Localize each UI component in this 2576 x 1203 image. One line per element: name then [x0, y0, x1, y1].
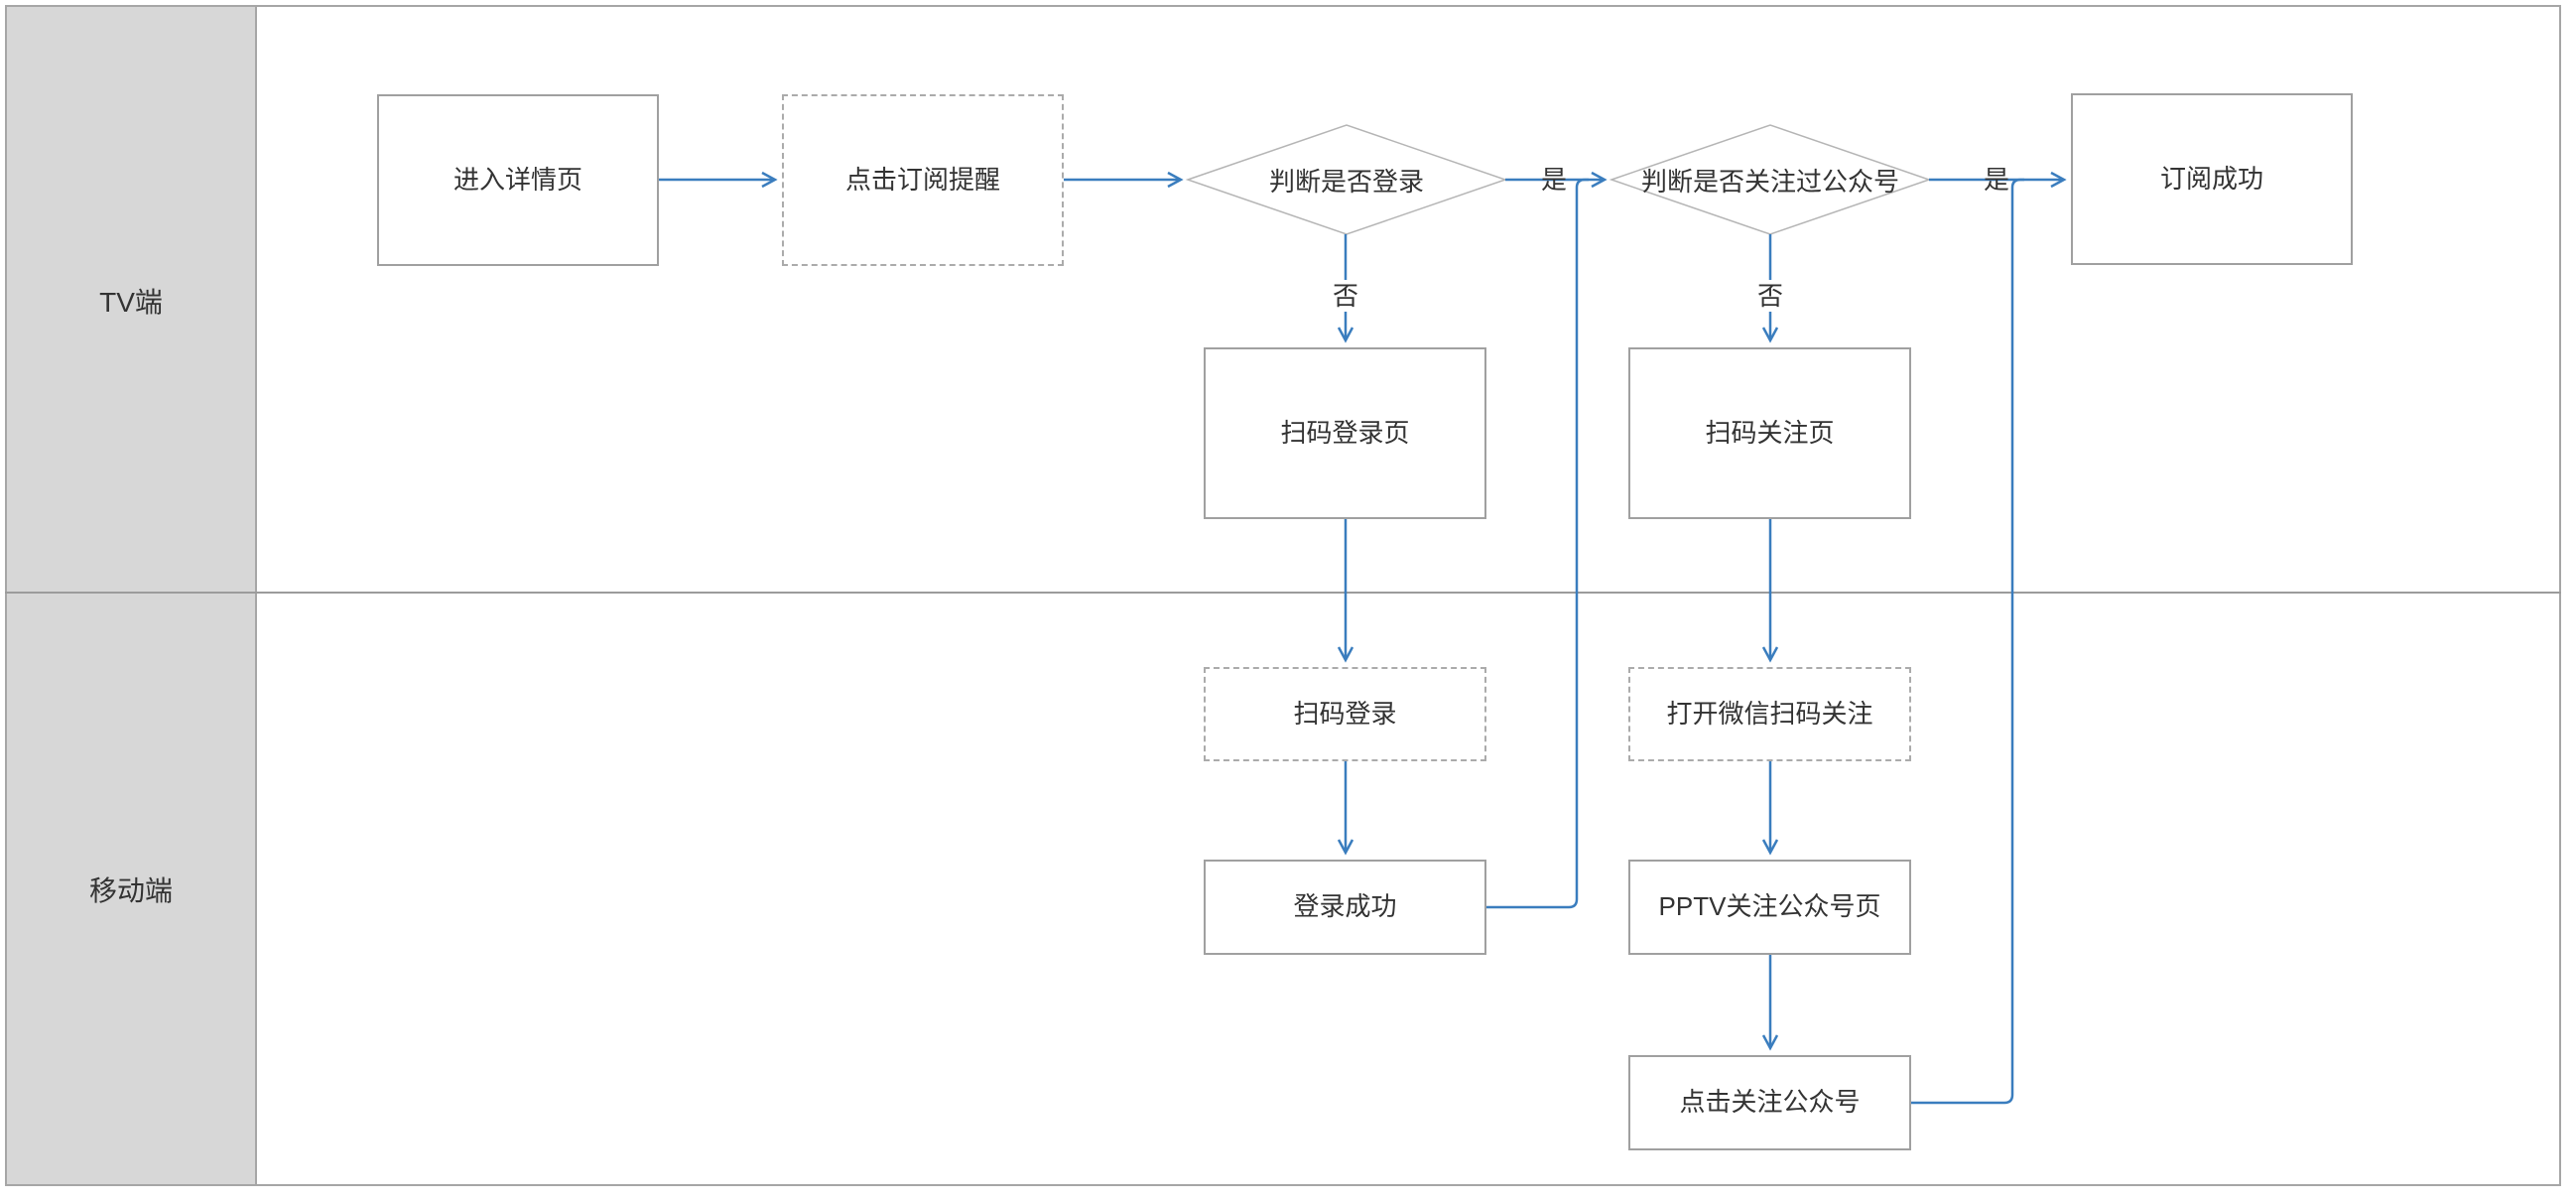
node-enter-detail-page[interactable]: 进入详情页	[377, 94, 659, 266]
node-pptv-follow-official-page[interactable]: PPTV关注公众号页	[1628, 860, 1911, 955]
node-label: 扫码登录	[1293, 698, 1397, 729]
node-label: 扫码关注页	[1705, 417, 1835, 448]
lane-divider	[5, 592, 2561, 594]
edge-label-yes-2: 是	[1983, 165, 2010, 195]
node-subscribe-success[interactable]: 订阅成功	[2071, 93, 2353, 265]
lane-header-column: TV端 移动端	[5, 5, 257, 1186]
node-label: 点击关注公众号	[1679, 1087, 1861, 1118]
edge-login-success-feedback	[1486, 178, 1589, 909]
edge-label-no-2: 否	[1754, 280, 1786, 312]
lane-label-mobile: 移动端	[88, 875, 173, 906]
node-scan-login[interactable]: 扫码登录	[1204, 667, 1486, 761]
node-scan-login-page[interactable]: 扫码登录页	[1204, 347, 1486, 519]
node-label: PPTV关注公众号页	[1658, 891, 1881, 922]
edge-label-no-1: 否	[1330, 280, 1361, 312]
node-label: 打开微信扫码关注	[1666, 698, 1873, 729]
node-click-subscribe-reminder[interactable]: 点击订阅提醒	[782, 94, 1064, 266]
lane-label-tv: TV端	[99, 287, 163, 318]
node-label: 进入详情页	[452, 164, 582, 195]
decision-check-login-label: 判断是否登录	[1268, 166, 1424, 197]
node-label: 点击订阅提醒	[844, 164, 1000, 195]
edge-label-yes-1: 是	[1540, 165, 1568, 195]
node-label: 登录成功	[1293, 891, 1397, 922]
node-label: 订阅成功	[2159, 163, 2263, 194]
decision-check-followed-label: 判断是否关注过公众号	[1640, 166, 1899, 197]
node-login-success[interactable]: 登录成功	[1204, 860, 1486, 955]
edge-click-follow-feedback	[1911, 178, 2024, 1105]
node-click-follow-official-account[interactable]: 点击关注公众号	[1628, 1055, 1911, 1150]
node-open-wechat-scan-follow[interactable]: 打开微信扫码关注	[1628, 667, 1911, 761]
node-scan-follow-page[interactable]: 扫码关注页	[1628, 347, 1911, 519]
node-label: 扫码登录页	[1280, 417, 1410, 448]
